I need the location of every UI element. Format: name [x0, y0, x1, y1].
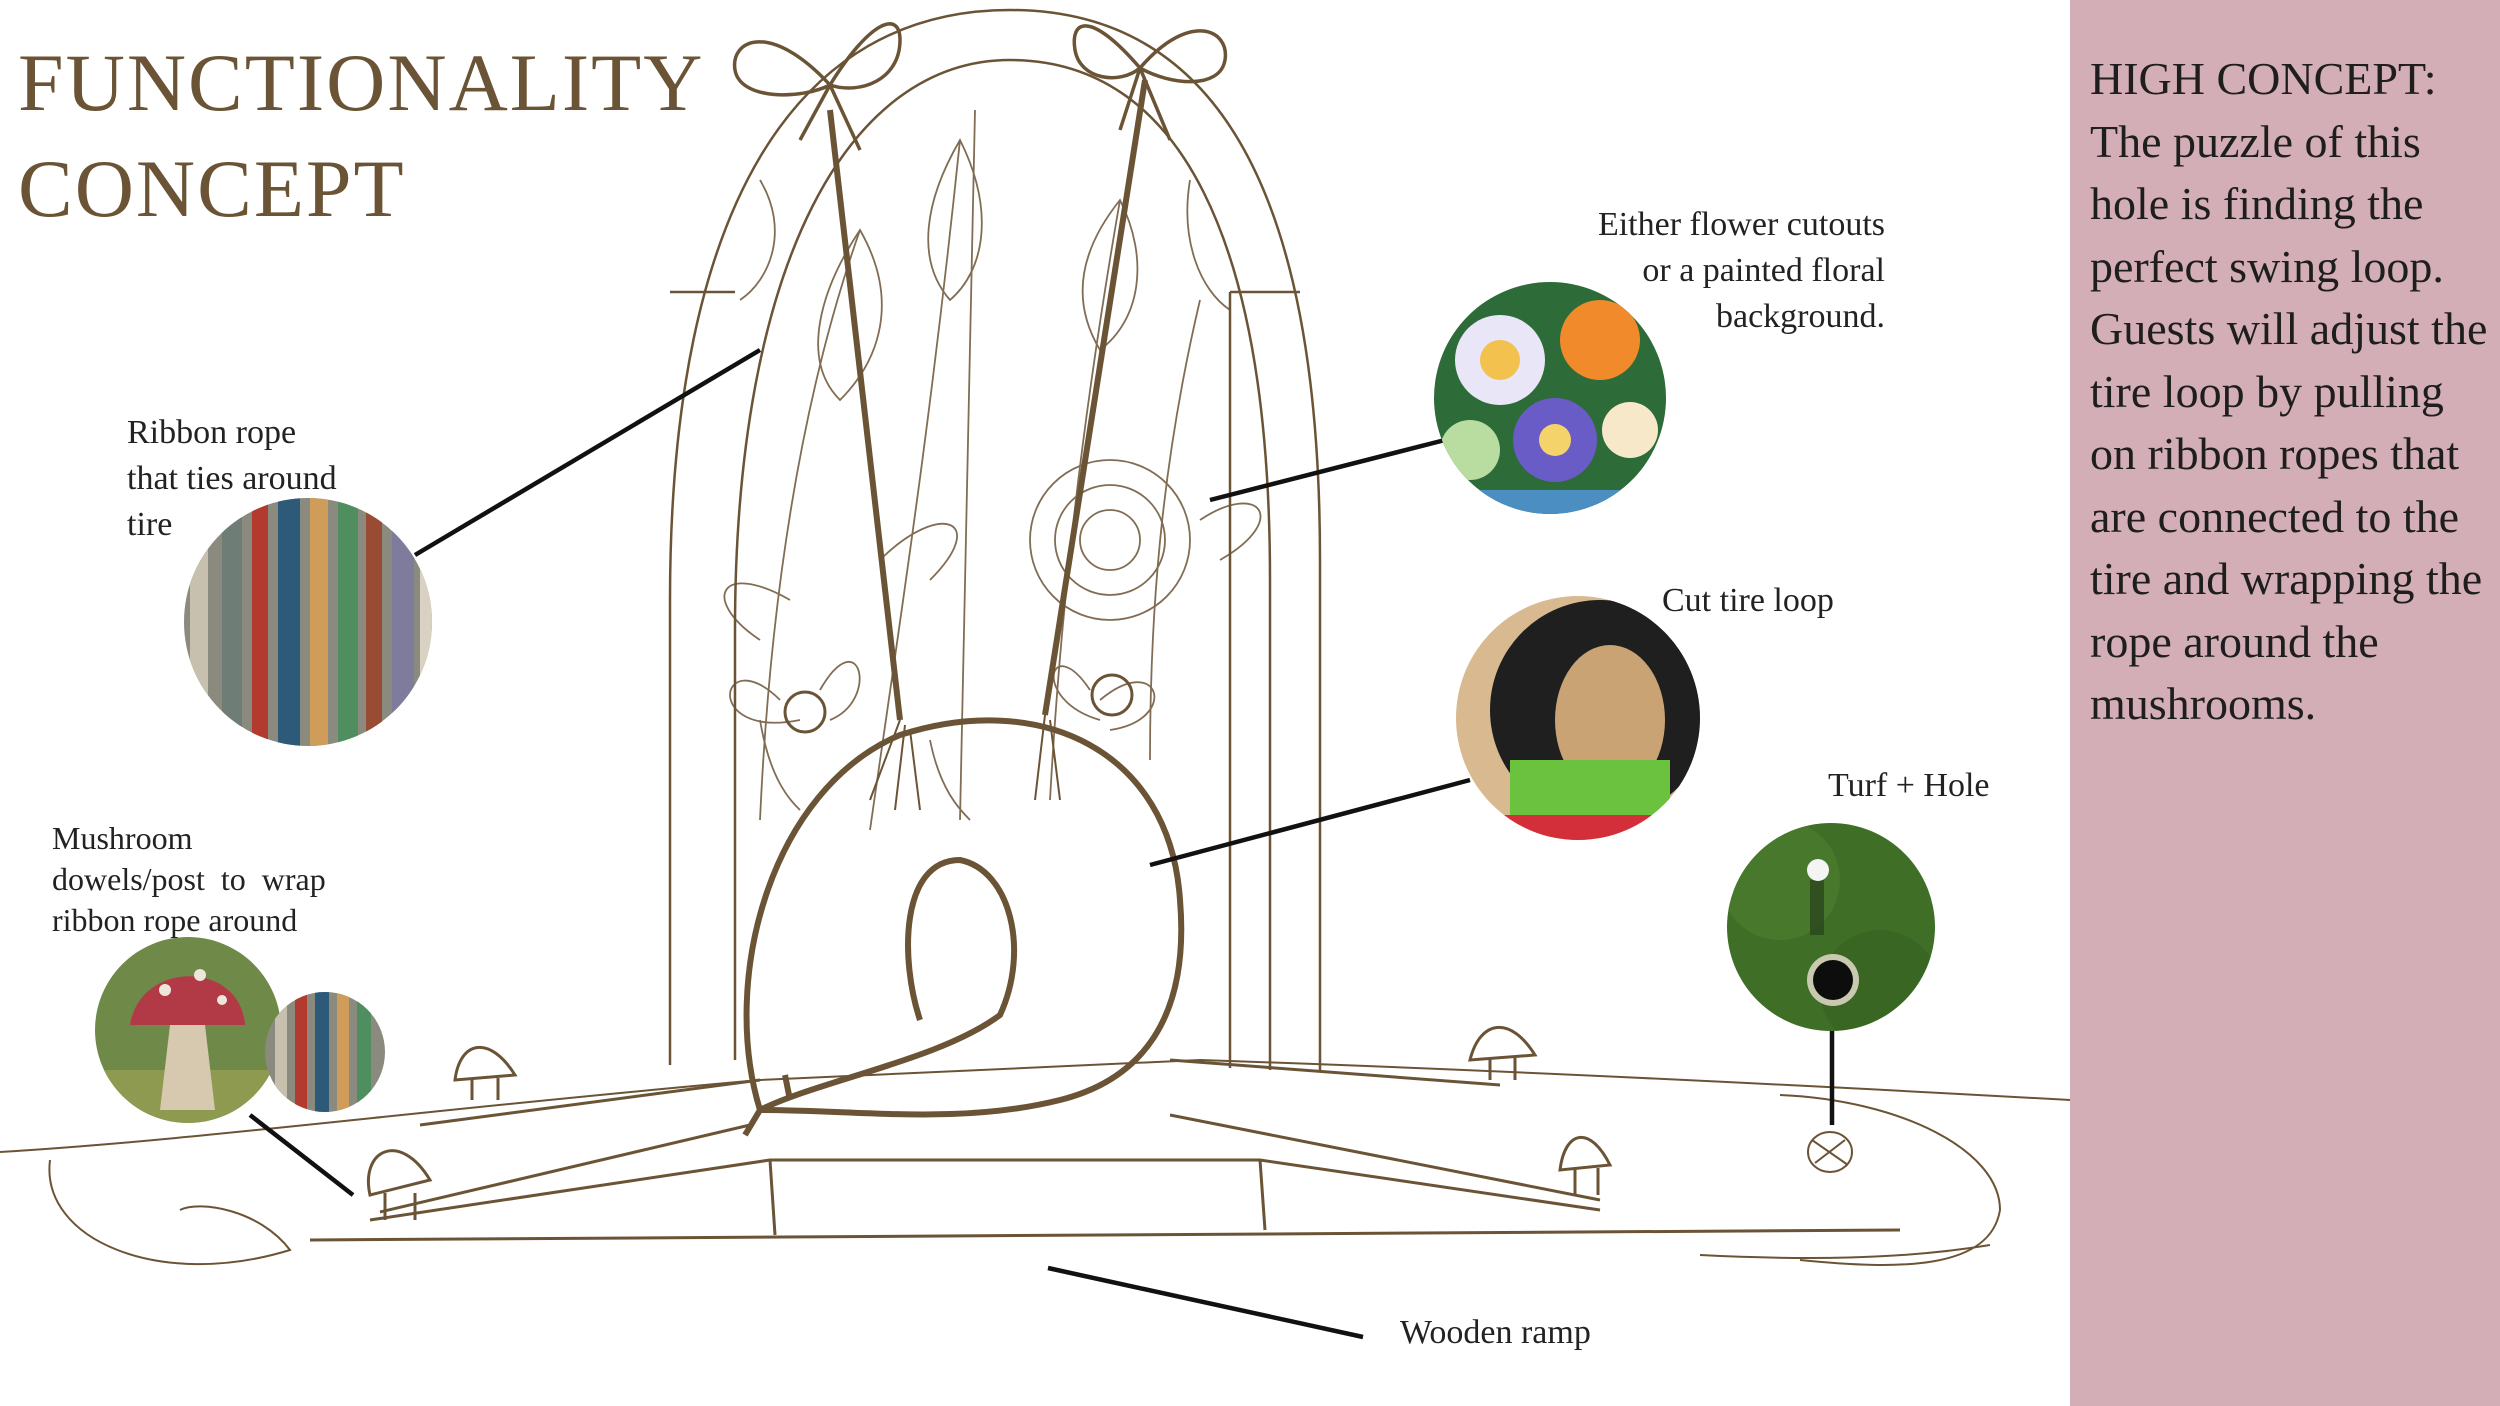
platform-outline — [0, 1058, 2070, 1266]
ribbon-ropes — [732, 22, 1228, 721]
mushroom-label-line-2: dowels/post to wrap — [52, 861, 326, 897]
turf-hole-label: Turf + Hole — [1828, 767, 1990, 804]
high-concept-body: The puzzle of this hole is finding the p… — [2090, 115, 2488, 730]
mushroom-photo — [95, 937, 281, 1123]
high-concept-text: HIGH CONCEPT: The puzzle of this hole is… — [2090, 48, 2490, 736]
wooden-ramp-label: Wooden ramp — [1400, 1314, 1591, 1351]
flower-label-line-3: background. — [1715, 298, 1885, 335]
ribbon-rope-label-line-1: Ribbon rope — [127, 414, 297, 451]
ribbon-rope-photo — [184, 498, 432, 746]
ribbon-rope-label-line-2: that ties around — [127, 460, 337, 497]
tire-loop-sketch — [742, 717, 1185, 1137]
sketch-drawing — [0, 8, 2070, 1340]
tire-straps — [869, 714, 1061, 811]
mushroom-label: Mushroom dowels/post to wrap ribbon rope… — [52, 818, 326, 941]
ribbon-rope-label-line-3: tire — [127, 506, 173, 543]
title-line-1: FUNCTIONALITY — [18, 37, 705, 128]
wooden-ramp — [309, 1058, 1901, 1242]
hole-sketch — [1807, 1131, 1853, 1173]
high-concept-panel — [2070, 0, 2500, 1406]
turf-hole-photo — [1727, 823, 1935, 1031]
mushroom-label-line-1: Mushroom — [52, 820, 193, 856]
mushroom-sketches — [367, 1025, 1613, 1220]
cut-tire-photo — [1456, 596, 1700, 840]
pointer-lines — [248, 348, 1835, 1340]
arch-backdrop — [668, 8, 1322, 1070]
cut-tire-label: Cut tire loop — [1662, 582, 1834, 619]
flower-centers — [783, 673, 1134, 734]
ribbon-rope-photo-small — [265, 992, 385, 1112]
floral-linework — [723, 109, 1262, 831]
page-title: FUNCTIONALITY CONCEPT — [18, 30, 704, 242]
high-concept-heading: HIGH CONCEPT: — [2090, 53, 2437, 104]
flower-label-line-1: Either flower cutouts — [1597, 206, 1885, 243]
title-line-2: CONCEPT — [18, 143, 406, 234]
ribbon-rope-label: Ribbon rope that ties around tire — [127, 410, 337, 548]
flower-label-line-2: or a painted floral — [1642, 252, 1885, 289]
mushroom-label-line-3: ribbon rope around — [52, 902, 298, 938]
flower-label: Either flower cutouts or a painted flora… — [1598, 202, 1885, 340]
